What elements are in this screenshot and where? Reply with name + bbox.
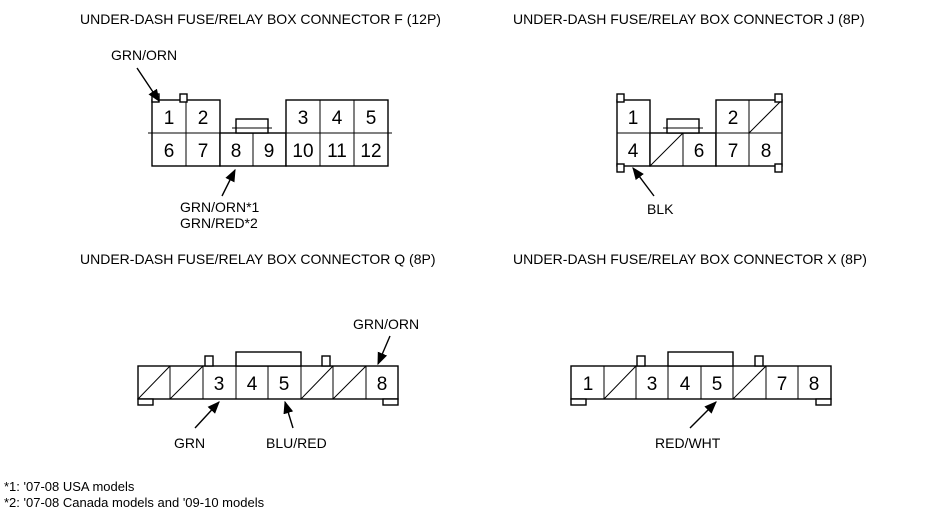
wire-q-5-label: BLU/RED [266,435,327,451]
pin-j-4: 4 [628,141,639,162]
pin-f-4: 4 [332,108,343,129]
connector-f-title: UNDER-DASH FUSE/RELAY BOX CONNECTOR F (1… [80,11,441,27]
pin-f-9: 9 [264,141,275,162]
pin-x-3: 3 [647,374,658,395]
wire-f-1-arrow [136,67,160,103]
connector-f: 1 2 3 4 5 6 7 8 9 10 11 12 [148,93,392,167]
wire-j-4-arrow [632,166,655,197]
pin-j-1: 1 [628,108,639,129]
pin-j-6: 6 [694,141,705,162]
pin-q-3: 3 [214,374,225,395]
wire-x-5-arrow [689,401,717,429]
pin-f-8: 8 [231,141,242,162]
wire-q-8-label: GRN/ORN [353,316,419,332]
pin-f-5: 5 [366,108,377,129]
pin-x-7: 7 [777,374,788,395]
pin-f-2: 2 [198,108,209,129]
footnote-2: *2: '07-08 Canada models and '09-10 mode… [4,495,265,510]
pin-x-4: 4 [680,374,691,395]
pin-j-2: 2 [728,108,739,129]
connector-j: 1 2 4 6 7 8 [616,93,783,173]
wire-f-8-label-1: GRN/ORN*1 [180,199,260,215]
pin-f-3: 3 [298,108,309,129]
connector-x-title: UNDER-DASH FUSE/RELAY BOX CONNECTOR X (8… [513,251,867,267]
pin-q-8: 8 [377,374,388,395]
pin-f-1: 1 [164,108,175,129]
wire-f-1-label: GRN/ORN [111,47,177,63]
connector-j-title: UNDER-DASH FUSE/RELAY BOX CONNECTOR J (8… [513,11,865,27]
pin-q-4: 4 [247,374,258,395]
pin-q-5: 5 [279,374,290,395]
pin-f-7: 7 [198,141,209,162]
wire-j-4-label: BLK [647,201,674,217]
footnote-1: *1: '07-08 USA models [4,479,135,494]
pin-f-11: 11 [327,141,347,162]
pin-x-8: 8 [809,374,820,395]
connector-q: 3 4 5 8 [137,351,399,406]
wire-q-3-label: GRN [174,435,205,451]
wire-q-3-arrow [194,401,220,429]
pin-f-6: 6 [164,141,175,162]
wire-x-5-label: RED/WHT [655,435,721,451]
wire-f-8-arrow [221,168,236,197]
wire-q-5-arrow [283,400,294,429]
pin-j-7: 7 [728,141,739,162]
pin-f-12: 12 [360,141,381,162]
wire-f-8-label-2: GRN/RED*2 [180,215,258,231]
connector-x: 1 3 4 5 7 8 [570,351,832,406]
connector-q-title: UNDER-DASH FUSE/RELAY BOX CONNECTOR Q (8… [80,251,436,267]
pin-j-8: 8 [761,141,772,162]
pin-x-1: 1 [583,374,594,395]
wire-q-8-arrow [377,335,391,366]
pin-f-10: 10 [292,141,313,162]
pin-x-5: 5 [712,374,723,395]
